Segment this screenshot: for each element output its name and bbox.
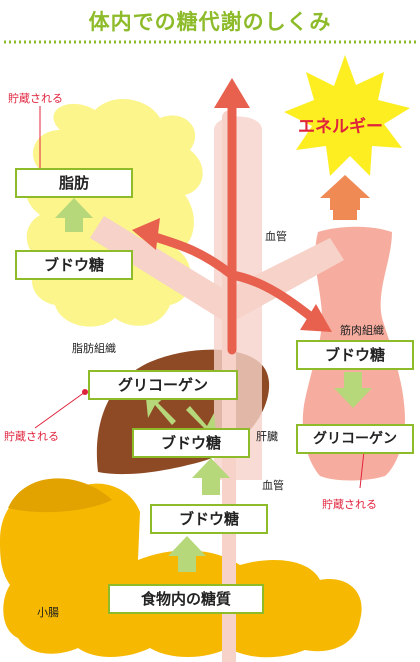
arrow-head-up <box>214 78 250 108</box>
stored-label-muscle: 貯蔵される <box>322 498 377 511</box>
conversion-arrows <box>55 198 372 572</box>
glycogen-muscle-box: グリコーゲン <box>296 424 414 454</box>
energy-label: エネルギー <box>298 117 383 137</box>
liver-two-way-arrows <box>146 396 216 435</box>
arrow-to-energy <box>320 175 370 210</box>
glycogen-liver-box: グリコーゲン <box>88 370 238 400</box>
glucose-blood-box: ブドウ糖 <box>150 504 268 534</box>
arrow-to-energy-shaft <box>333 198 357 220</box>
glucose-fat-box: ブドウ糖 <box>15 250 133 280</box>
stored-label-fat: 貯蔵される <box>8 92 63 105</box>
arrow-head-right <box>300 304 332 332</box>
blood-vessel-label-bottom: 血管 <box>262 479 284 492</box>
small-intestine-label: 小腸 <box>37 606 59 619</box>
adipose-tissue-shape <box>25 98 203 327</box>
stored-label-liver: 貯蔵される <box>4 430 59 443</box>
liver-label: 肝臓 <box>256 430 278 443</box>
blood-vessel-label-top: 血管 <box>265 230 287 243</box>
page-title: 体内での糖代謝のしくみ <box>88 10 332 34</box>
distribution-arrows <box>147 95 320 355</box>
blood-vessel <box>90 110 344 662</box>
fat-box: 脂肪 <box>15 168 133 198</box>
blood-vessel-upper <box>214 116 262 480</box>
glucose-muscle-box: ブドウ糖 <box>296 340 414 370</box>
muscle-tissue-label: 筋肉組織 <box>340 324 384 337</box>
arrow-head-left <box>132 218 160 250</box>
intestine-opening <box>8 478 112 513</box>
adipose-tissue-label: 脂肪組織 <box>72 342 116 355</box>
energy-burst <box>284 55 410 176</box>
glucose-liver-box: ブドウ糖 <box>132 428 250 458</box>
food-sugar-box: 食物内の糖質 <box>108 584 264 614</box>
